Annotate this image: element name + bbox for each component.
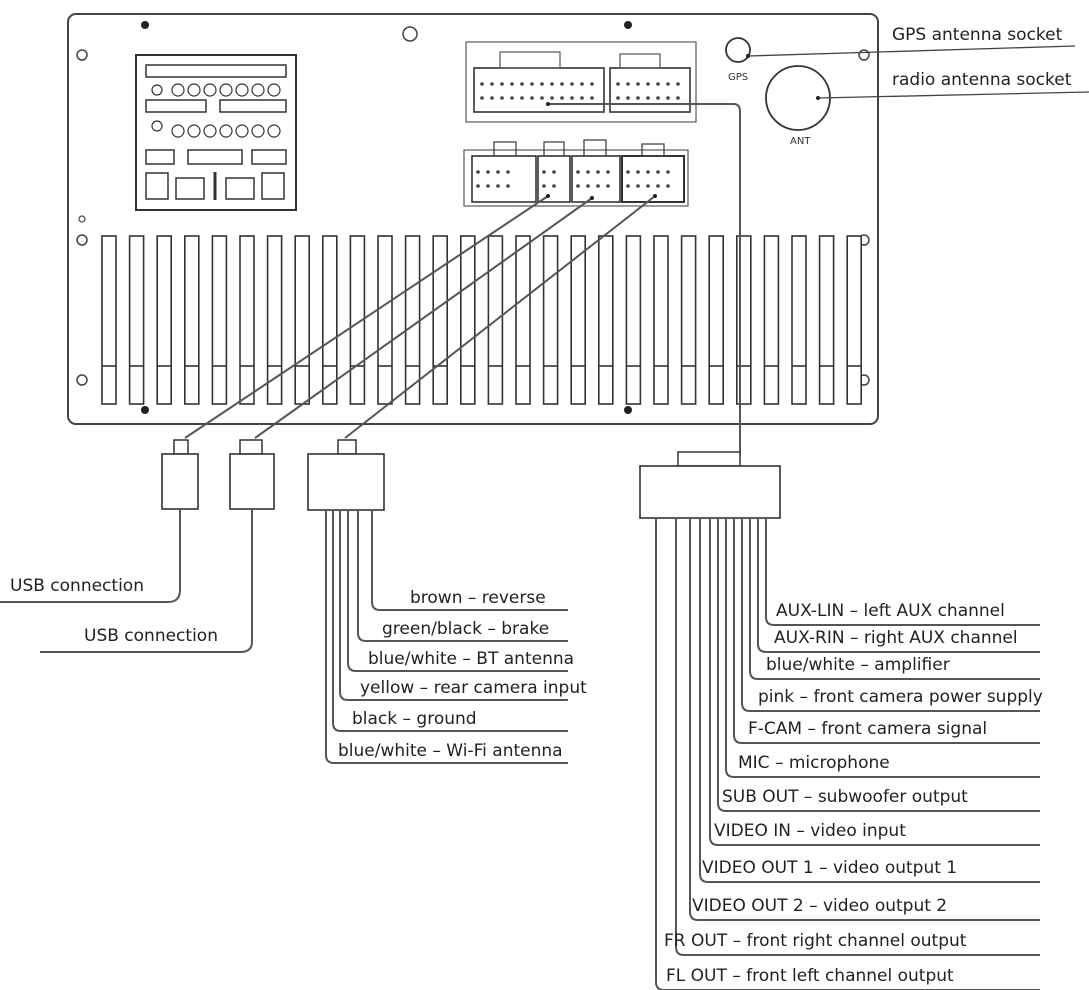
middle-wire-label: blue/white – Wi-Fi antenna xyxy=(338,741,563,761)
middle-connector-group xyxy=(463,139,689,207)
harness-wire xyxy=(689,518,1040,921)
vent-slot xyxy=(597,235,614,405)
harness-wire xyxy=(725,518,1040,778)
harness-wire xyxy=(733,518,1040,744)
vent-slot xyxy=(708,235,725,405)
vent-slot xyxy=(128,235,145,405)
vent-slot xyxy=(266,235,283,405)
gps-socket-label: GPS xyxy=(728,72,748,83)
vent-slot xyxy=(680,235,697,405)
middle-wire xyxy=(357,510,568,642)
harness-wire-label: FR OUT – front right channel output xyxy=(664,931,967,951)
vent-slot xyxy=(156,235,172,405)
top-connector-group xyxy=(465,41,697,123)
harness-wire xyxy=(717,518,1040,812)
ant-socket-label: ANT xyxy=(790,136,811,147)
harness-wire xyxy=(699,518,1040,883)
vent-slot xyxy=(321,235,338,405)
harness-wire-label: AUX-LIN – left AUX channel xyxy=(776,601,1005,621)
gps-socket-callout: GPS antenna socket xyxy=(892,25,1063,45)
middle-wire xyxy=(332,510,568,732)
harness-wire-label: VIDEO OUT 2 – video output 2 xyxy=(692,896,947,916)
middle-wire-label: brown – reverse xyxy=(410,588,546,608)
vent-slot xyxy=(763,235,780,405)
harness-wire xyxy=(757,518,1040,653)
vent-slot xyxy=(818,235,835,405)
middle-wire xyxy=(347,510,568,672)
vent-slot xyxy=(542,235,559,405)
vent-slot xyxy=(432,235,449,405)
middle-wire-label: blue/white – BT antenna xyxy=(368,649,574,669)
usb-plug-1: USB connection xyxy=(0,439,199,603)
harness-wire-label: SUB OUT – subwoofer output xyxy=(722,787,968,807)
usb-connection-2: USB connection xyxy=(84,626,218,646)
harness-wire xyxy=(709,518,1040,846)
vent-slot xyxy=(101,235,117,405)
harness-wire xyxy=(741,518,1040,712)
vent-slot xyxy=(211,235,228,405)
middle-wire xyxy=(339,510,568,701)
radio-socket-callout: radio antenna socket xyxy=(892,70,1072,90)
harness-wire xyxy=(765,518,1040,626)
gps-socket: GPS xyxy=(725,37,751,83)
gps-callout: GPS antenna socket xyxy=(746,25,1076,58)
vent-slot xyxy=(459,235,476,405)
harness-wire-label: FL OUT – front left channel output xyxy=(666,966,954,986)
middle-wire xyxy=(325,510,568,764)
harness-wire xyxy=(675,518,1040,956)
vent-slot xyxy=(791,235,807,405)
vent-slot xyxy=(653,235,669,405)
harness-wire xyxy=(749,518,1040,680)
main-harness-plug xyxy=(639,451,781,519)
middle-plug xyxy=(307,439,385,511)
vent-slot xyxy=(846,235,863,405)
middle-wire-label: black – ground xyxy=(352,709,477,729)
harness-wire-label: blue/white – amplifier xyxy=(766,655,950,675)
harness-wire-label: VIDEO OUT 1 – video output 1 xyxy=(702,858,957,878)
iso-connector xyxy=(135,54,297,211)
vent-slot xyxy=(625,235,642,405)
middle-wire-label: green/black – brake xyxy=(382,619,549,639)
vent-slot xyxy=(239,235,255,405)
middle-wire xyxy=(371,510,568,611)
harness-wire-label: MIC – microphone xyxy=(738,753,890,773)
vent-slot xyxy=(294,235,311,405)
vent-slot xyxy=(404,235,421,405)
harness-wire-label: pink – front camera power supply xyxy=(758,687,1043,707)
middle-wire-bundle: brown – reverse green/black – brake blue/w… xyxy=(325,510,587,764)
usb-connection-1: USB connection xyxy=(10,576,144,596)
harness-wire-label: VIDEO IN – video input xyxy=(714,821,906,841)
harness-wire-label: AUX-RIN – right AUX channel xyxy=(774,628,1018,648)
harness-wire-label: F-CAM – front camera signal xyxy=(748,719,987,739)
vent-slot xyxy=(570,235,587,405)
middle-wire-label: yellow – rear camera input xyxy=(360,678,587,698)
vent-slot xyxy=(377,235,393,405)
usb-plug-2: USB connection xyxy=(40,439,275,653)
vent-slot xyxy=(515,235,531,405)
vent-slot xyxy=(735,235,752,405)
radio-callout: radio antenna socket xyxy=(816,70,1089,100)
cable-lines xyxy=(184,102,741,455)
vent-slot xyxy=(184,235,200,405)
